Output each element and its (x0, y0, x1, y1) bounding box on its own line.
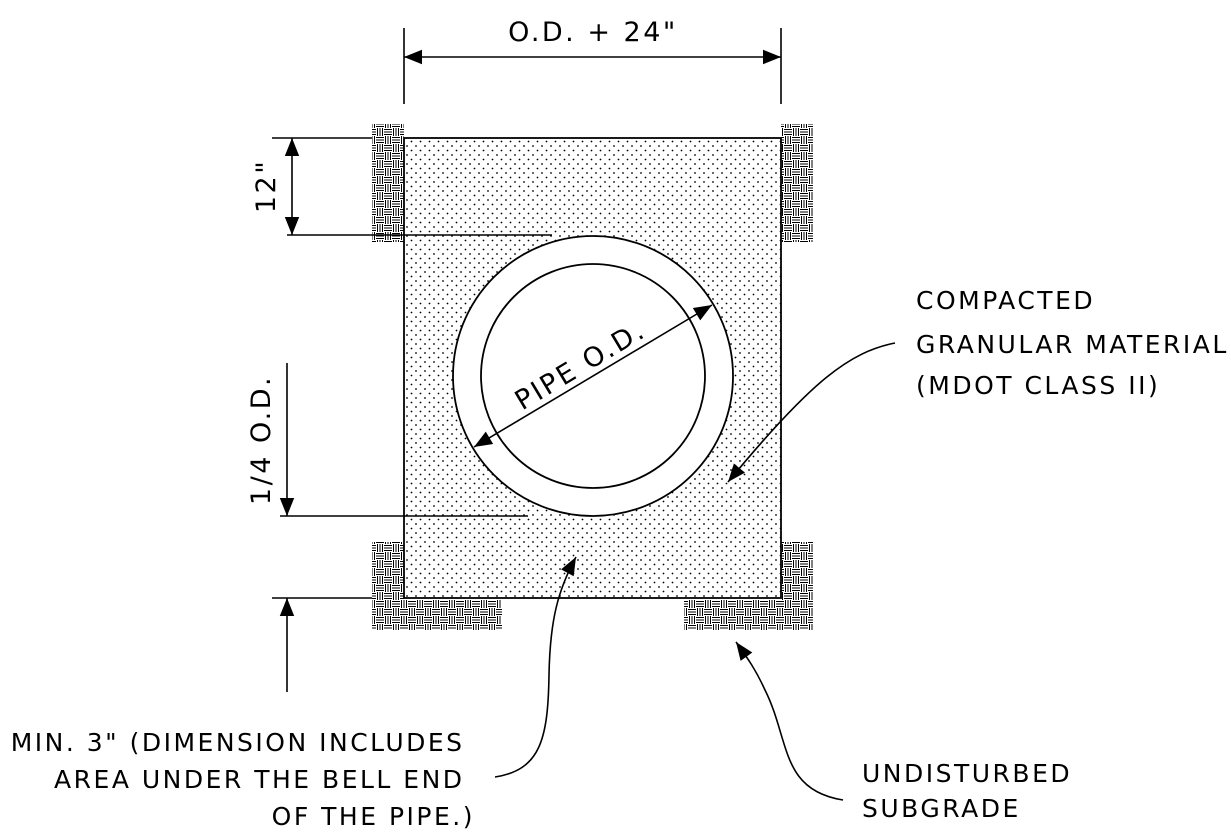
cover-dimension: 12" (251, 137, 552, 236)
granular-label: COMPACTED GRANULAR MATERIAL (MDOT CLASS … (916, 286, 1231, 400)
top-width-label: O.D. + 24" (508, 17, 678, 48)
bedding-label: 1/4 O.D. (246, 375, 277, 505)
min-depth-dimension (272, 597, 372, 692)
subgrade-label: UNDISTURBED SUBGRADE (862, 759, 1083, 823)
undisturbed-soil (372, 124, 813, 630)
bedding-dimension: 1/4 O.D. (246, 363, 528, 517)
subgrade-leader (735, 641, 844, 801)
granular-leader (727, 342, 896, 483)
min-depth-note: MIN. 3" (DIMENSION INCLUDES AREA UNDER T… (11, 728, 475, 831)
min-note-leader (494, 556, 577, 778)
cover-label: 12" (251, 159, 282, 213)
top-width-dimension: O.D. + 24" (403, 17, 782, 104)
